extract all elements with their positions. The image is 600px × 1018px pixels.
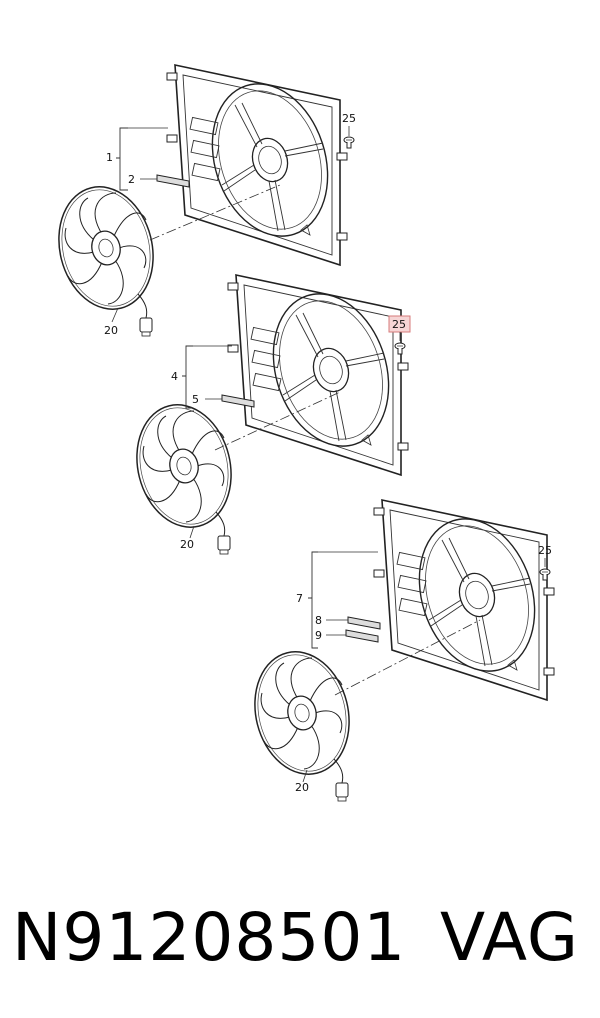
label-8: 8 — [315, 614, 322, 627]
label-20-middle: 20 — [180, 538, 194, 551]
strip-9 — [345, 629, 379, 643]
bracket-1 — [116, 127, 128, 191]
label-25-middle: 25 — [392, 318, 406, 331]
strip-8 — [347, 616, 381, 630]
leader-20-middle — [189, 525, 195, 539]
bracket-4 — [182, 345, 193, 409]
part-number: N91208501 — [12, 899, 407, 976]
label-25-top: 25 — [342, 112, 356, 125]
label-9: 9 — [315, 629, 322, 642]
screw-top — [343, 136, 355, 149]
label-25-highlight — [388, 315, 411, 333]
axis-line-top — [149, 184, 281, 241]
shroud-assembly-middle — [227, 274, 409, 476]
label-5: 5 — [192, 393, 199, 406]
label-4: 4 — [171, 370, 178, 383]
exploded-parts-diagram: 1 2 25 20 4 5 25 20 7 8 9 25 20 — [45, 64, 555, 802]
brand-name: VAG — [440, 899, 580, 976]
fan-bottom — [241, 640, 363, 802]
leader-20-bottom — [302, 769, 308, 783]
label-25-bottom: 25 — [538, 544, 552, 557]
fan-top — [45, 175, 167, 337]
shroud-assembly-bottom — [373, 499, 555, 701]
axis-line-bottom — [334, 619, 481, 696]
shroud-assembly-top — [166, 64, 348, 266]
label-20-top: 20 — [104, 324, 118, 337]
label-2: 2 — [128, 173, 135, 186]
label-7: 7 — [296, 592, 303, 605]
leader-20-top — [111, 307, 119, 323]
fan-middle — [123, 393, 245, 555]
bracket-7 — [308, 551, 318, 649]
label-1: 1 — [106, 151, 113, 164]
label-20-bottom: 20 — [295, 781, 309, 794]
axis-line-middle — [214, 391, 341, 451]
